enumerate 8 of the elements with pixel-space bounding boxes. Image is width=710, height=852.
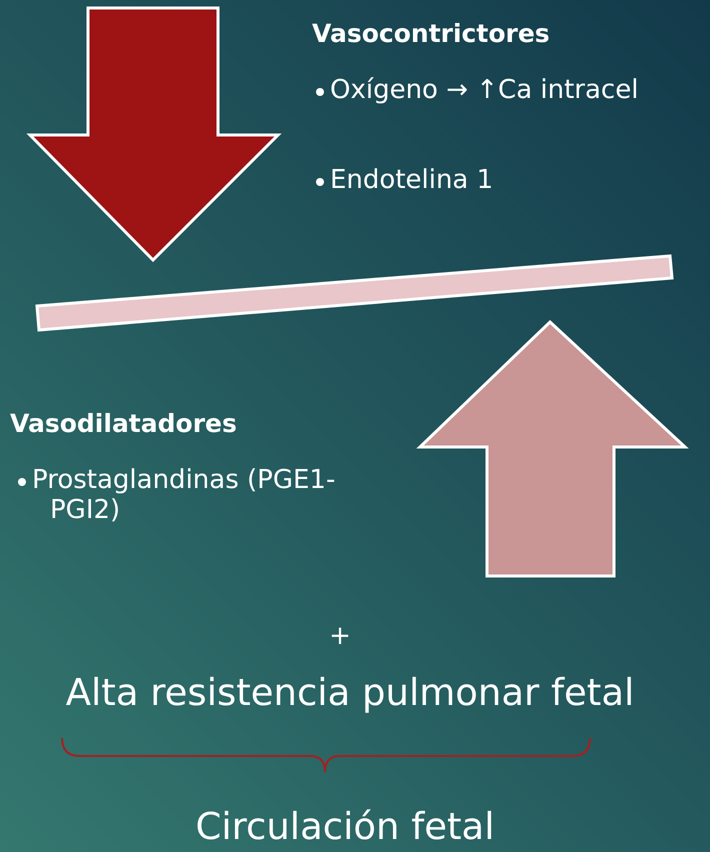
heading: Vasocontrictores <box>312 20 551 49</box>
plus-sign: + <box>328 622 352 652</box>
statement-text: Alta resistencia pulmonar fetal <box>64 672 636 715</box>
bullet-item: Prostaglandinas (PGE1-PGI2) <box>32 466 336 526</box>
conclusion-text: Circulación fetal <box>194 806 496 849</box>
bullet-item: Endotelina 1 <box>330 166 494 196</box>
heading: Vasodilatadores <box>10 410 238 439</box>
bullet-item: Oxígeno → ↑Ca intracel <box>330 76 640 106</box>
